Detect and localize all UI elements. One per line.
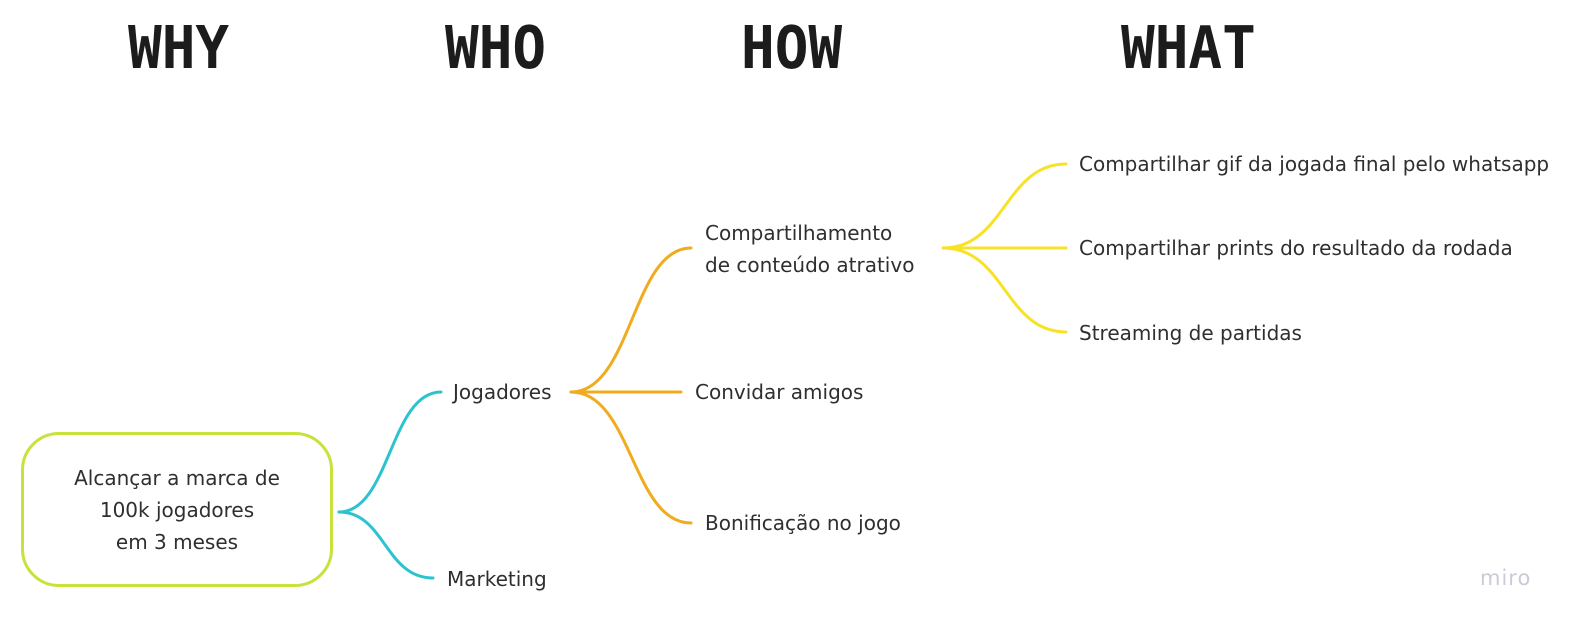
node-marketing[interactable]: Marketing: [447, 567, 547, 591]
root-node[interactable]: Alcançar a marca de 100k jogadores em 3 …: [21, 432, 333, 587]
node-jogadores[interactable]: Jogadores: [453, 380, 552, 404]
link-root-marketing: [337, 510, 435, 580]
node-bonificacao[interactable]: Bonificação no jogo: [705, 511, 901, 535]
node-compartilhar-prints[interactable]: Compartilhar prints do resultado da roda…: [1079, 236, 1513, 260]
link-jogadores-bonificacao: [569, 390, 693, 525]
link-compartilhamento-streaming: [941, 246, 1068, 334]
node-streaming[interactable]: Streaming de partidas: [1079, 321, 1302, 345]
heading-who: WHO: [445, 14, 547, 83]
heading-why: WHY: [128, 14, 230, 83]
root-line-1: Alcançar a marca de: [74, 465, 280, 490]
miro-watermark: miro: [1480, 566, 1532, 590]
node-compartilhamento-line-1: Compartilhamento: [705, 221, 893, 245]
node-compartilhar-gif[interactable]: Compartilhar gif da jogada final pelo wh…: [1079, 152, 1550, 176]
root-node-text: Alcançar a marca de 100k jogadores em 3 …: [74, 462, 280, 558]
node-convidar-amigos[interactable]: Convidar amigos: [695, 380, 864, 404]
root-line-3: em 3 meses: [115, 529, 239, 554]
heading-what: WHAT: [1121, 14, 1256, 83]
link-compartilhamento-gif: [941, 162, 1068, 250]
link-root-jogadores: [337, 390, 443, 514]
heading-how: HOW: [741, 14, 843, 83]
node-compartilhamento[interactable]: Compartilhamento de conteúdo atrativo: [705, 217, 914, 281]
link-jogadores-compartilhamento: [569, 246, 693, 394]
node-compartilhamento-line-2: de conteúdo atrativo: [705, 253, 915, 277]
root-line-2: 100k jogadores: [99, 497, 255, 522]
